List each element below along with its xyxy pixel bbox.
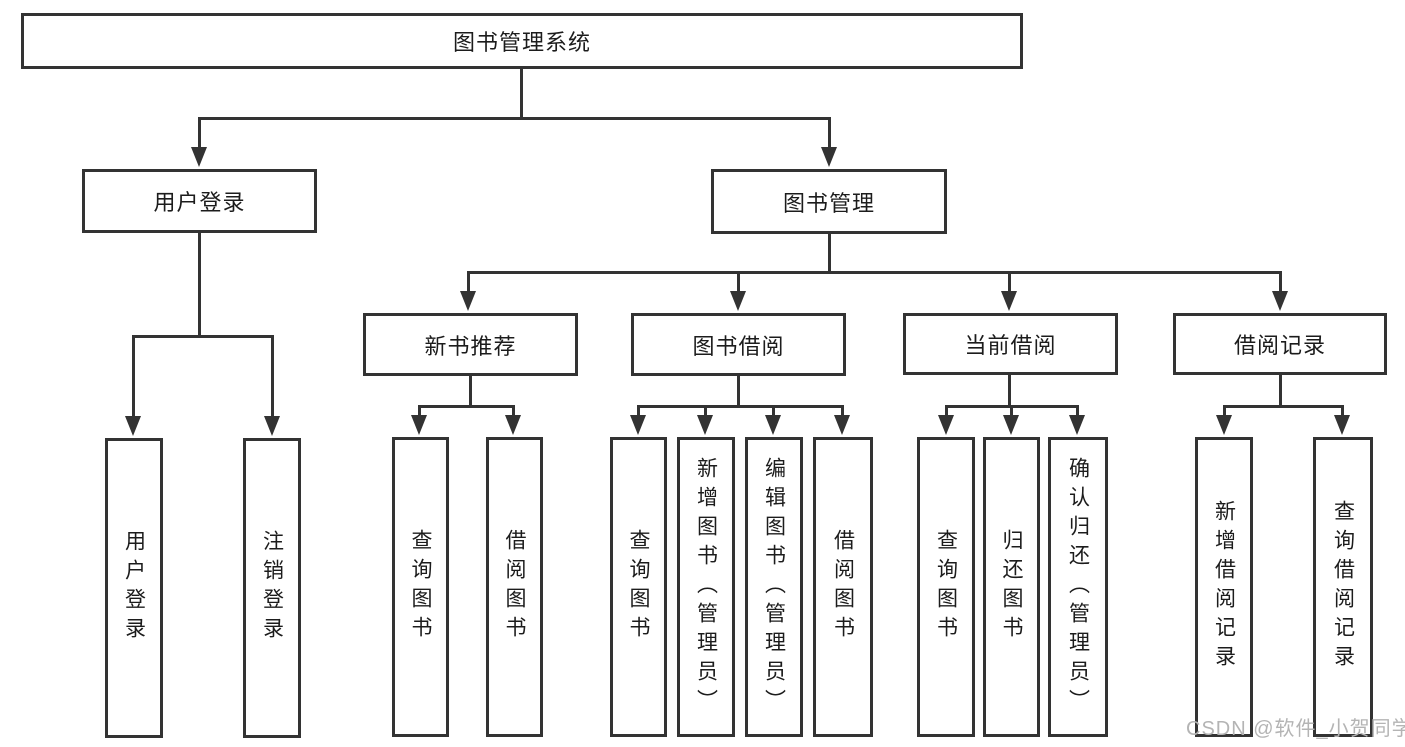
arrow-down-icon bbox=[460, 291, 476, 311]
arrow-down-icon bbox=[191, 147, 207, 167]
connector-book-management-stem bbox=[828, 234, 831, 271]
connector-drop bbox=[841, 405, 844, 419]
leaf-logout-label: 注销登录 bbox=[260, 530, 284, 646]
connector-drop bbox=[637, 405, 640, 419]
connector-user-login-rail bbox=[132, 335, 274, 338]
leaf-borrow-books-2: 借阅图书 bbox=[813, 437, 873, 737]
node-book-borrow: 图书借阅 bbox=[631, 313, 846, 376]
arrow-down-icon bbox=[821, 147, 837, 167]
connector-drop bbox=[512, 405, 515, 419]
leaf-query-books-1-label: 查询图书 bbox=[409, 529, 432, 645]
node-user-login-label: 用户登录 bbox=[153, 190, 246, 215]
node-borrow-records-label: 借阅记录 bbox=[1233, 333, 1326, 358]
arrow-down-icon bbox=[765, 415, 781, 435]
leaf-add-books-admin: 新增图书（管理员） bbox=[677, 437, 735, 737]
arrow-down-icon bbox=[1272, 291, 1288, 311]
leaf-add-books-admin-label: 新增图书（管理员） bbox=[694, 456, 718, 718]
arrow-down-icon bbox=[1334, 415, 1350, 435]
arrow-down-icon bbox=[630, 415, 646, 435]
node-new-book-recommend-label: 新书推荐 bbox=[424, 333, 517, 359]
leaf-return-books: 归还图书 bbox=[983, 437, 1040, 737]
csdn-watermark: CSDN @软件_小贺同学 bbox=[1186, 718, 1405, 740]
leaf-add-borrow-record-label: 新增借阅记录 bbox=[1212, 500, 1236, 674]
connector-root-rail bbox=[198, 117, 831, 120]
leaf-query-books-1: 查询图书 bbox=[392, 437, 449, 737]
leaf-query-books-2: 查询图书 bbox=[610, 437, 667, 737]
arrow-down-icon bbox=[834, 415, 850, 435]
connector-drop bbox=[704, 405, 707, 419]
arrow-down-icon bbox=[411, 415, 427, 435]
connector-drop-borrow-records bbox=[1279, 271, 1282, 295]
connector-user-login-stem bbox=[198, 233, 201, 335]
node-current-borrow-label: 当前借阅 bbox=[964, 333, 1057, 358]
leaf-edit-books-admin: 编辑图书（管理员） bbox=[745, 437, 803, 737]
arrow-down-icon bbox=[264, 416, 280, 436]
connector-drop-new-book-recommend bbox=[467, 271, 470, 295]
leaf-query-books-2-label: 查询图书 bbox=[627, 529, 650, 645]
connector-drop-book-management bbox=[828, 117, 831, 149]
connector-new-book-rail bbox=[418, 405, 515, 408]
arrow-down-icon bbox=[697, 415, 713, 435]
node-user-login: 用户登录 bbox=[82, 169, 317, 233]
connector-drop bbox=[772, 405, 775, 419]
arrow-down-icon bbox=[730, 291, 746, 311]
arrow-down-icon bbox=[938, 415, 954, 435]
connector-new-book-stem bbox=[469, 376, 472, 405]
arrow-down-icon bbox=[1069, 415, 1085, 435]
connector-drop-leaf-logout bbox=[271, 335, 274, 418]
leaf-confirm-return-admin: 确认归还（管理员） bbox=[1048, 437, 1108, 737]
arrow-down-icon bbox=[1216, 415, 1232, 435]
leaf-query-borrow-record: 查询借阅记录 bbox=[1313, 437, 1373, 737]
node-book-borrow-label: 图书借阅 bbox=[692, 333, 785, 359]
arrow-down-icon bbox=[1001, 291, 1017, 311]
connector-book-borrow-stem bbox=[737, 376, 740, 405]
node-book-management-label: 图书管理 bbox=[782, 190, 875, 216]
node-root: 图书管理系统 bbox=[21, 13, 1023, 69]
connector-current-borrow-stem bbox=[1008, 375, 1011, 405]
connector-drop-book-borrow bbox=[737, 271, 740, 295]
arrow-down-icon bbox=[505, 415, 521, 435]
arrow-down-icon bbox=[125, 416, 141, 436]
connector-drop bbox=[1223, 405, 1226, 419]
node-root-label: 图书管理系统 bbox=[452, 30, 591, 55]
leaf-query-books-3: 查询图书 bbox=[917, 437, 975, 737]
connector-book-management-rail bbox=[467, 271, 1282, 274]
node-book-management: 图书管理 bbox=[711, 169, 947, 234]
connector-drop bbox=[1076, 405, 1079, 419]
leaf-borrow-books-2-label: 借阅图书 bbox=[831, 529, 855, 645]
connector-drop bbox=[1010, 405, 1013, 419]
connector-drop bbox=[1341, 405, 1344, 419]
connector-root-stem bbox=[520, 69, 523, 117]
leaf-borrow-books-1-label: 借阅图书 bbox=[503, 529, 526, 645]
arrow-down-icon bbox=[1003, 415, 1019, 435]
leaf-edit-books-admin-label: 编辑图书（管理员） bbox=[762, 456, 786, 718]
leaf-return-books-label: 归还图书 bbox=[1000, 529, 1023, 645]
node-current-borrow: 当前借阅 bbox=[903, 313, 1118, 375]
leaf-user-login-label: 用户登录 bbox=[122, 530, 146, 646]
leaf-borrow-books-1: 借阅图书 bbox=[486, 437, 543, 737]
leaf-logout: 注销登录 bbox=[243, 438, 301, 738]
connector-borrow-records-rail bbox=[1223, 405, 1344, 408]
connector-drop-current-borrow bbox=[1008, 271, 1011, 295]
leaf-query-books-3-label: 查询图书 bbox=[934, 529, 958, 645]
leaf-user-login: 用户登录 bbox=[105, 438, 163, 738]
connector-borrow-records-stem bbox=[1279, 375, 1282, 405]
connector-drop-leaf-user-login bbox=[132, 335, 135, 418]
connector-drop-user-login bbox=[198, 117, 201, 149]
leaf-add-borrow-record: 新增借阅记录 bbox=[1195, 437, 1253, 737]
leaf-query-borrow-record-label: 查询借阅记录 bbox=[1331, 500, 1355, 674]
connector-book-borrow-rail bbox=[637, 405, 844, 408]
connector-drop bbox=[418, 405, 421, 419]
node-new-book-recommend: 新书推荐 bbox=[363, 313, 578, 376]
leaf-confirm-return-admin-label: 确认归还（管理员） bbox=[1066, 456, 1090, 718]
node-borrow-records: 借阅记录 bbox=[1173, 313, 1387, 375]
connector-drop bbox=[945, 405, 948, 419]
